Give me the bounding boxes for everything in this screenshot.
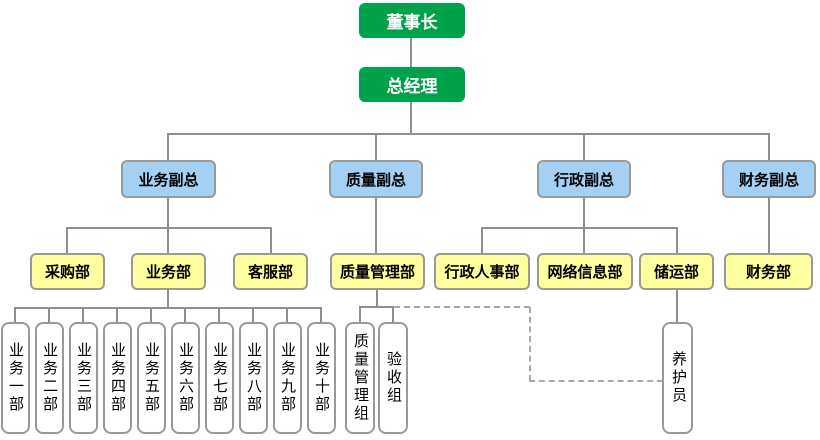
node-chairman: 董事长 (359, 3, 465, 38)
node-team-business-2: 业务二部 (35, 322, 64, 434)
connector-line (116, 307, 118, 323)
connector-line (66, 227, 272, 229)
node-team-business-1: 业务一部 (1, 322, 30, 434)
connector-line (184, 307, 186, 323)
connector-line (66, 227, 68, 253)
node-team-qc-group: 质量管理组 (345, 322, 375, 434)
connector-line (359, 306, 394, 308)
connector-line (167, 133, 169, 160)
node-team-business-6: 业务六部 (171, 322, 200, 434)
node-team-business-3: 业务三部 (69, 322, 98, 434)
connector-line (320, 307, 322, 323)
connector-line (375, 198, 377, 253)
node-dept-admin-hr: 行政人事部 (434, 253, 530, 290)
node-team-business-7: 业务七部 (205, 322, 234, 434)
connector-line (375, 133, 377, 160)
connector-line (768, 133, 770, 160)
connector-line (392, 306, 394, 323)
connector-line (14, 307, 16, 323)
connector-line (481, 227, 678, 229)
node-dept-purchasing: 采购部 (30, 253, 105, 290)
dashed-connector-line (394, 306, 530, 308)
connector-line (376, 290, 378, 308)
node-dept-network-info: 网络信息部 (537, 253, 633, 290)
connector-line (252, 307, 254, 323)
connector-line (583, 227, 585, 253)
node-vp-finance: 财务副总 (722, 160, 816, 198)
node-dept-finance: 财务部 (724, 253, 813, 290)
node-dept-customer-service: 客服部 (233, 253, 308, 290)
node-team-business-4: 业务四部 (103, 322, 132, 434)
node-team-business-8: 业务八部 (239, 322, 268, 434)
node-team-acceptance-group: 验收组 (378, 322, 408, 434)
connector-line (48, 307, 50, 323)
connector-line (768, 198, 770, 253)
node-team-maintenance-staff: 养护员 (662, 322, 693, 434)
node-team-business-10: 业务十部 (307, 322, 336, 434)
connector-line (167, 290, 169, 309)
connector-line (14, 307, 322, 309)
node-vp-quality: 质量副总 (329, 160, 423, 198)
connector-line (218, 307, 220, 323)
connector-line (481, 227, 483, 253)
node-general-manager: 总经理 (359, 67, 465, 102)
node-team-business-5: 业务五部 (137, 322, 166, 434)
connector-line (583, 133, 585, 160)
connector-line (286, 307, 288, 323)
dashed-connector-line (529, 380, 663, 382)
node-team-business-9: 业务九部 (273, 322, 302, 434)
connector-line (270, 227, 272, 253)
node-dept-quality-management: 质量管理部 (330, 253, 425, 290)
connector-line (359, 306, 361, 323)
connector-line (167, 133, 770, 135)
dashed-connector-line (529, 307, 531, 381)
connector-line (410, 38, 412, 67)
node-vp-business: 业务副总 (121, 160, 216, 198)
connector-line (82, 307, 84, 323)
connector-line (167, 227, 169, 253)
connector-line (410, 102, 412, 134)
connector-line (676, 227, 678, 253)
node-vp-admin: 行政副总 (537, 160, 631, 198)
connector-line (583, 198, 585, 228)
connector-line (676, 290, 678, 323)
node-dept-storage-transport: 储运部 (639, 253, 714, 290)
node-dept-business: 业务部 (131, 253, 206, 290)
connector-line (150, 307, 152, 323)
connector-line (167, 198, 169, 228)
